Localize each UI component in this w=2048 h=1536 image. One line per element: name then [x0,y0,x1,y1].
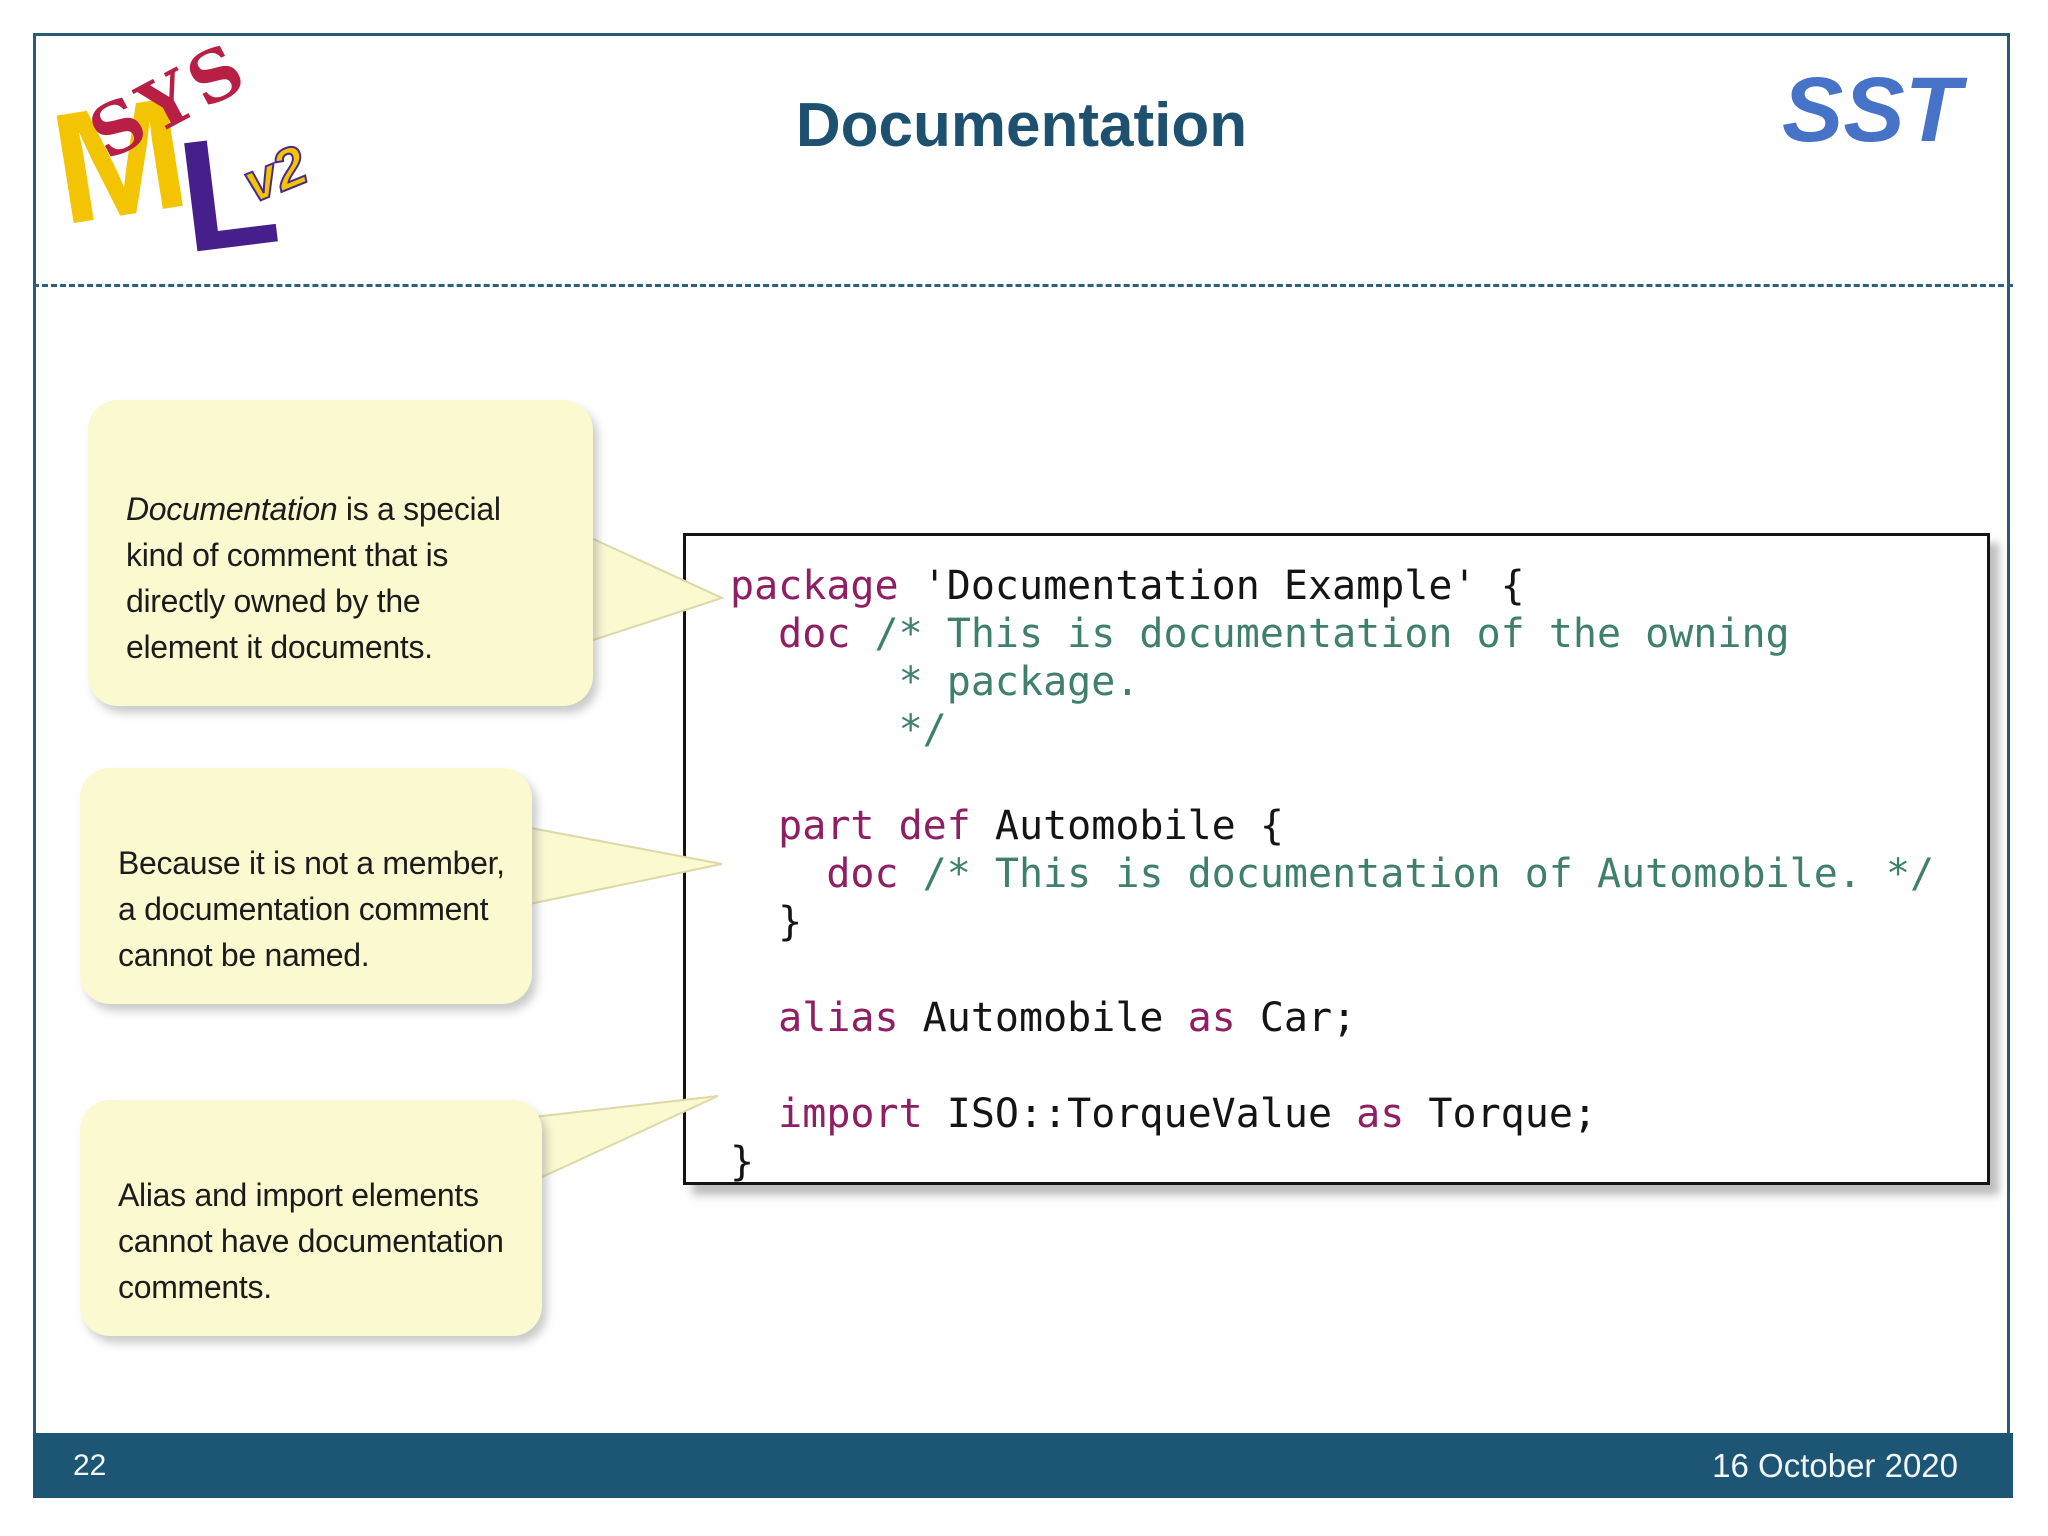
code-line: import ISO::TorqueValue as Torque; [778,1091,1597,1137]
code-line: } [730,1139,755,1185]
sst-watermark: SST [1782,59,1961,161]
callout-documentation-definition: Documentation is a special kind of comme… [88,400,593,706]
code-line [730,754,1987,802]
code-line [730,946,1987,994]
code-line: */ [730,707,947,753]
callout-text: Alias and import elements cannot have do… [118,1177,504,1305]
code-line: part def Automobile { [778,803,1284,849]
code-line: } [730,899,803,945]
code-block: package 'Documentation Example' { doc /*… [683,533,1990,1185]
code-line: package 'Documentation Example' { [730,563,1525,609]
callout-lead-italic: Documentation [126,491,338,527]
slide-date: 16 October 2020 [1712,1446,1958,1484]
callout-text: is a special kind of comment that is dir… [126,491,501,665]
footer-bar: 22 16 October 2020 [33,1433,2013,1498]
page-title: Documentation [795,91,1248,160]
page-number: 22 [73,1448,107,1482]
header-divider [33,284,2013,287]
code-line: doc /* This is documentation of the owni… [778,611,1790,657]
code-line: doc /* This is documentation of Automobi… [826,851,1935,897]
callout-not-a-member: Because it is not a member, a documentat… [80,768,532,1004]
callout-alias-import: Alias and import elements cannot have do… [80,1100,542,1336]
code-line [730,1042,1987,1090]
code-line: * package. [730,659,1140,705]
callout-text: Because it is not a member, a documentat… [118,845,505,973]
code-line: alias Automobile as Car; [778,995,1357,1041]
